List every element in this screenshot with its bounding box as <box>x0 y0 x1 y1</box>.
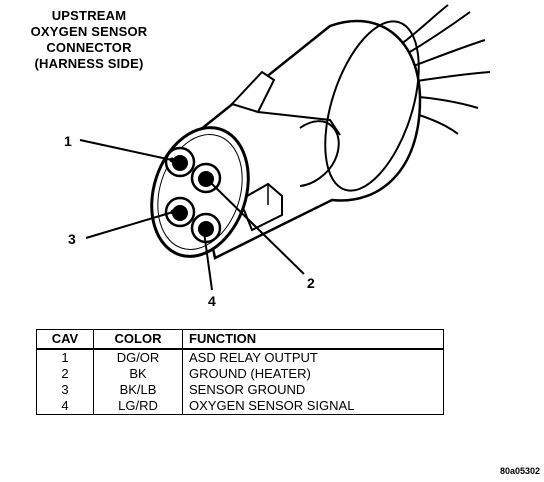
cell-function: OXYGEN SENSOR SIGNAL <box>182 398 444 415</box>
header-color: COLOR <box>93 329 183 350</box>
cell-color: DG/OR <box>93 349 183 366</box>
callout-1: 1 <box>64 133 72 149</box>
table-row: 1 DG/OR ASD RELAY OUTPUT <box>36 349 444 366</box>
cell-color: BK <box>93 366 183 382</box>
cell-function: GROUND (HEATER) <box>182 366 444 382</box>
leader-line-4 <box>203 231 213 291</box>
leader-line-1 <box>79 139 173 161</box>
callout-3: 3 <box>68 231 76 247</box>
header-function: FUNCTION <box>182 329 444 350</box>
cell-cav: 2 <box>36 366 94 382</box>
title-line-1: UPSTREAM <box>51 8 127 23</box>
title-line-4: (HARNESS SIDE) <box>34 56 144 71</box>
table-row: 2 BK GROUND (HEATER) <box>36 366 444 382</box>
leader-lines <box>79 139 305 291</box>
header-cav: CAV <box>36 329 94 350</box>
title-line-2: OXYGEN SENSOR <box>30 24 148 39</box>
cell-function: SENSOR GROUND <box>182 382 444 398</box>
leader-line-3 <box>85 211 174 239</box>
cell-cav: 4 <box>36 398 94 415</box>
cell-color: BK/LB <box>93 382 183 398</box>
cavity-4 <box>190 212 222 244</box>
cavity-1 <box>164 146 196 178</box>
table-row: 3 BK/LB SENSOR GROUND <box>36 382 444 398</box>
callout-2: 2 <box>307 275 315 291</box>
cavity-3 <box>164 196 196 228</box>
pinout-header-row: CAV COLOR FUNCTION <box>36 329 444 350</box>
cell-cav: 1 <box>36 349 94 366</box>
connector-drawing: 1 2 3 4 <box>64 4 491 309</box>
cell-cav: 3 <box>36 382 94 398</box>
cell-color: LG/RD <box>93 398 183 415</box>
table-row: 4 LG/RD OXYGEN SENSOR SIGNAL <box>36 398 444 415</box>
title-line-3: CONNECTOR <box>46 40 132 55</box>
connector-body <box>188 19 422 260</box>
pinout-table: CAV COLOR FUNCTION 1 DG/OR ASD RELAY OUT… <box>36 329 444 415</box>
callout-4: 4 <box>208 293 216 309</box>
figure-reference-code: 80a05302 <box>499 466 540 476</box>
cell-function: ASD RELAY OUTPUT <box>182 349 444 366</box>
diagram-title: UPSTREAM OXYGEN SENSOR CONNECTOR (HARNES… <box>4 8 174 72</box>
leader-line-2 <box>209 181 305 275</box>
